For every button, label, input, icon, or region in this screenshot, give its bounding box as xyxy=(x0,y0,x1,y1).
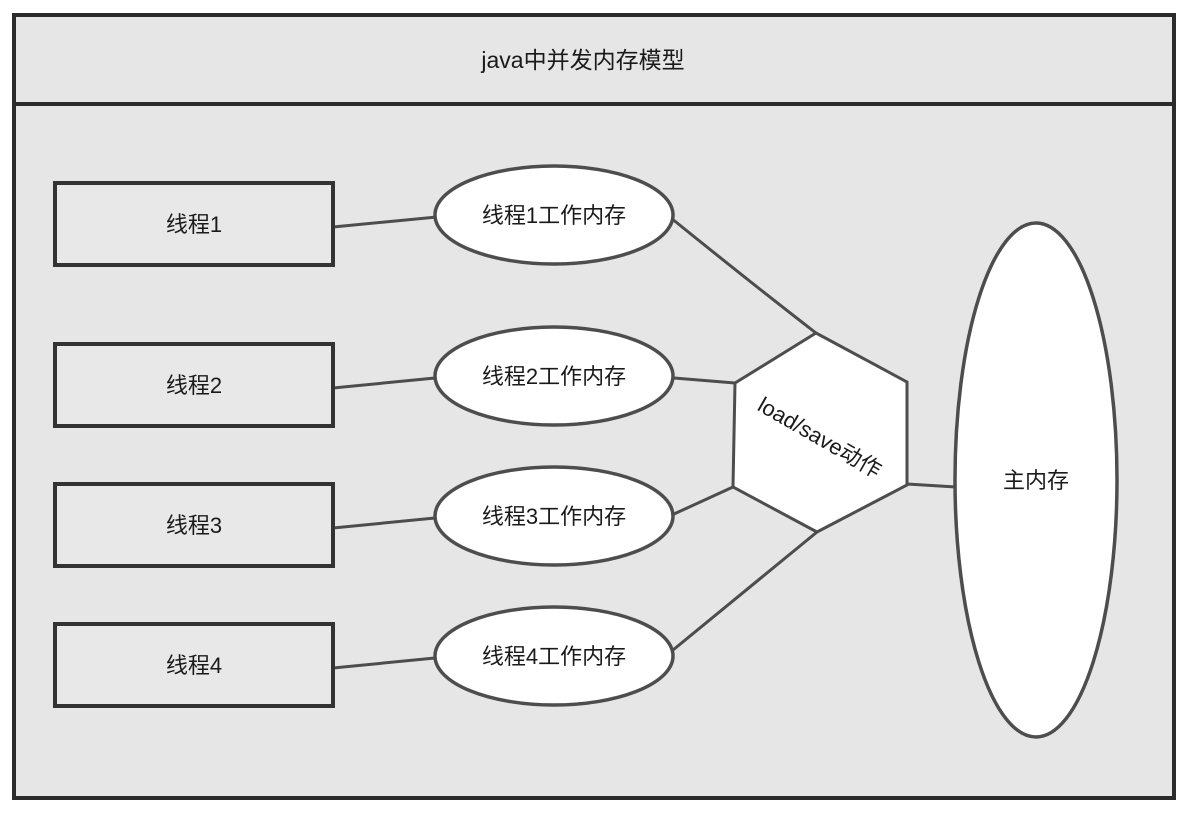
working-memory-4-label: 线程4工作内存 xyxy=(482,644,626,669)
diagram-title: java中并发内存模型 xyxy=(480,47,684,73)
connector-thread1-memory1 xyxy=(331,215,439,229)
working-memory-2-ellipse xyxy=(433,325,675,427)
working-memory-1: 线程1工作内存 xyxy=(433,164,675,266)
connector-hexagon-main-memory xyxy=(905,482,958,489)
connector-memory1-hexagon xyxy=(669,216,818,335)
thread-box-3-rect xyxy=(53,482,335,568)
thread-box-4-label: 线程4 xyxy=(166,653,222,678)
thread-box-1-rect xyxy=(53,181,335,267)
connector-thread3-memory3 xyxy=(331,516,437,530)
working-memory-2-label: 线程2工作内存 xyxy=(482,364,626,389)
connector-memory4-hexagon xyxy=(671,530,819,652)
load-save-hexagon: load/save动作 xyxy=(731,331,909,534)
working-memory-1-label: 线程1工作内存 xyxy=(482,203,626,228)
main-memory-ellipse xyxy=(953,221,1119,739)
main-memory-label: 主内存 xyxy=(1003,468,1069,493)
thread-box-3-label: 线程3 xyxy=(166,513,222,538)
working-memory-2: 线程2工作内存 xyxy=(433,325,675,427)
thread-box-4-rect xyxy=(53,622,335,708)
load-save-hexagon-shape xyxy=(731,331,909,534)
connector-memory3-hexagon xyxy=(672,485,735,516)
working-memory-1-ellipse xyxy=(433,164,675,266)
working-memory-4: 线程4工作内存 xyxy=(433,605,675,707)
thread-box-2-label: 线程2 xyxy=(166,373,222,398)
thread-box-1: 线程1 xyxy=(53,181,335,267)
working-memory-3-label: 线程3工作内存 xyxy=(482,504,626,529)
working-memory-4-ellipse xyxy=(433,605,675,707)
connector-thread2-memory2 xyxy=(331,376,437,390)
thread-box-1-label: 线程1 xyxy=(166,212,222,237)
connector-memory2-hexagon xyxy=(672,376,737,385)
main-memory: 主内存 xyxy=(953,221,1119,739)
thread-box-4: 线程4 xyxy=(53,622,335,708)
thread-box-2: 线程2 xyxy=(53,342,335,428)
thread-box-3: 线程3 xyxy=(53,482,335,568)
working-memory-3-ellipse xyxy=(433,465,675,567)
connector-thread4-memory4 xyxy=(331,656,437,670)
thread-box-2-rect xyxy=(53,342,335,428)
working-memory-3: 线程3工作内存 xyxy=(433,465,675,567)
